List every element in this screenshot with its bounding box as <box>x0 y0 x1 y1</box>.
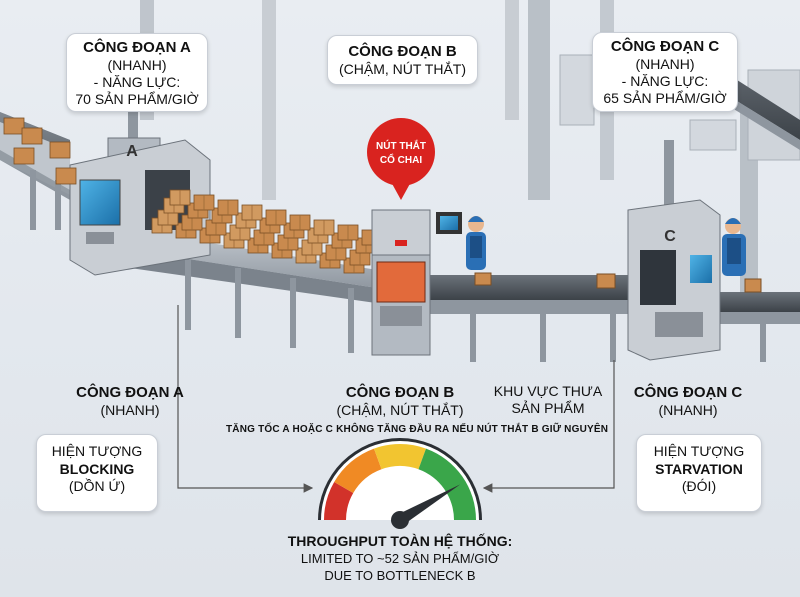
gauge-hub <box>391 511 409 529</box>
sparse-zone-line-1: KHU VỰC THƯA <box>493 383 603 399</box>
stage-b-desc: (CHẬM, NÚT THẮT) <box>338 61 467 77</box>
conveyor-legs <box>185 260 766 362</box>
box-item <box>49 141 71 159</box>
stage-b-title: CÔNG ĐOẠN B <box>348 43 457 60</box>
throughput-title: THROUGHPUT TOÀN HỆ THỐNG: <box>287 533 513 549</box>
stage-a-capacity-value: 70 SẢN PHẨM/GIỜ <box>75 91 199 107</box>
machine-c-letter: C <box>664 228 676 245</box>
bottleneck-bubble: NÚT THẮT CỔ CHAI <box>367 118 435 200</box>
starvation-line-1: HIỆN TƯỢNG <box>653 443 745 459</box>
stage-a-title: CÔNG ĐOẠN A <box>83 39 191 56</box>
bottom-stage-a-title: CÔNG ĐOẠN A <box>76 384 184 401</box>
worker-c <box>722 218 746 276</box>
blocking-arrow <box>177 305 314 493</box>
bottom-stage-c-title: CÔNG ĐOẠN C <box>633 384 743 401</box>
box-item <box>13 147 35 165</box>
box-item <box>193 194 215 211</box>
machine-b <box>371 209 431 356</box>
gauge-segment <box>324 482 354 520</box>
throughput-cause: DUE TO BOTTLENECK B <box>324 568 476 583</box>
box-item <box>241 204 263 221</box>
stage-c-capacity-label: - NĂNG LỰC: <box>621 73 709 89</box>
bottom-stage-a-sub: (NHANH) <box>100 402 160 418</box>
svg-text:NÚT THẮT: NÚT THẮT <box>376 139 426 152</box>
machine-a-letter: A <box>126 143 138 160</box>
starvation-box: HIỆN TƯỢNG STARVATION (ĐÓI) <box>636 434 762 512</box>
stage-c-capacity-value: 65 SẢN PHẨM/GIỜ <box>603 90 727 106</box>
speedup-note: TĂNG TỐC A HOẶC C KHÔNG TĂNG ĐẦU RA NẾU … <box>226 424 609 435</box>
starvation-line-3: (ĐÓI) <box>681 478 717 494</box>
blocking-line-3: (DỒN Ứ) <box>68 478 126 494</box>
stage-a-capacity-label: - NĂNG LỰC: <box>93 74 181 90</box>
top-label-stage-c: CÔNG ĐOẠN C (NHANH) - NĂNG LỰC: 65 SẢN P… <box>592 32 738 112</box>
bottom-stage-b-title: CÔNG ĐOẠN B <box>345 384 455 401</box>
blocking-line-1: HIỆN TƯỢNG <box>51 443 143 459</box>
top-label-stage-b: CÔNG ĐOẠN B (CHẬM, NÚT THẮT) <box>327 35 478 85</box>
box-item <box>337 224 359 241</box>
blocking-box: HIỆN TƯỢNG BLOCKING (DỒN Ứ) <box>36 434 158 512</box>
throughput-limit: LIMITED TO ~52 SẢN PHẨM/GIỜ <box>300 551 500 566</box>
gauge-segment <box>374 444 426 470</box>
starvation-arrow <box>482 360 615 493</box>
stage-c-speed: (NHANH) <box>635 56 695 72</box>
box-item <box>21 127 43 145</box>
bottom-label-stage-a: CÔNG ĐOẠN A (NHANH) <box>60 383 200 419</box>
bottom-label-stage-c: CÔNG ĐOẠN C (NHANH) <box>618 383 758 419</box>
box-item <box>3 117 25 135</box>
throughput-summary: THROUGHPUT TOÀN HỆ THỐNG: LIMITED TO ~52… <box>250 532 550 584</box>
sparse-zone-label: KHU VỰC THƯA SẢN PHẨM <box>486 383 610 417</box>
gauge-segment <box>334 448 382 493</box>
incoming-boxes <box>3 117 77 185</box>
box-item <box>217 199 239 216</box>
bottom-stage-b-sub: (CHẬM, NÚT THẮT) <box>336 402 464 418</box>
box-item <box>265 209 287 226</box>
top-label-stage-a: CÔNG ĐOẠN A (NHANH) - NĂNG LỰC: 70 SẢN P… <box>66 33 208 112</box>
sparse-zone-line-2: SẢN PHẨM <box>511 400 585 416</box>
machine-c <box>627 140 721 361</box>
gauge-segment <box>418 448 476 520</box>
sparse-boxes <box>474 272 762 293</box>
worker-b <box>436 212 486 270</box>
stage-c-title: CÔNG ĐOẠN C <box>610 38 720 55</box>
gauge-needle <box>396 484 461 526</box>
bottom-stage-c-sub: (NHANH) <box>658 402 718 418</box>
box-item <box>313 219 335 236</box>
box-item <box>55 167 77 185</box>
box-item <box>289 214 311 231</box>
bottom-label-stage-b: CÔNG ĐOẠN B (CHẬM, NÚT THẮT) <box>322 383 478 419</box>
box-item <box>169 189 191 206</box>
svg-text:CỔ CHAI: CỔ CHAI <box>380 153 422 166</box>
blocking-term: BLOCKING <box>59 461 135 477</box>
machine-a <box>69 100 211 276</box>
starvation-term: STARVATION <box>655 461 743 477</box>
stage-a-speed: (NHANH) <box>107 57 167 73</box>
throughput-gauge <box>318 438 482 529</box>
